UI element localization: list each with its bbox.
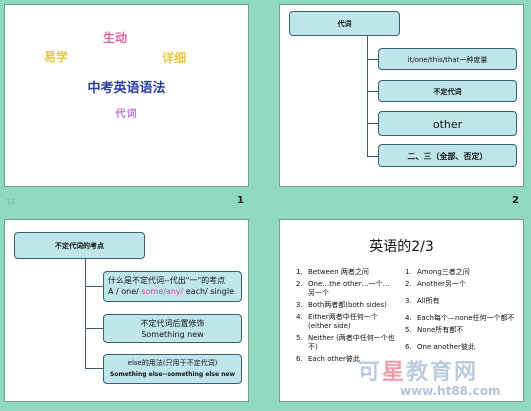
tree-branch (367, 156, 378, 157)
slide3-item2-line1: 不定代词后置修饰 (140, 319, 205, 328)
list-item: 3.All所有 (405, 297, 440, 305)
tree-branch (367, 123, 378, 124)
list-item: 5.Neither (两者中任何一个也不) (296, 334, 395, 351)
slide3-item1-highlight: some/any/ (141, 287, 184, 296)
watermark-logo: 可星教育网 (358, 360, 479, 385)
slide3-item: 不定代词后置修饰 Something new (103, 314, 242, 343)
slide3-item1-post: each/ single (183, 287, 235, 296)
slide1-subtitle: 代词 (115, 109, 138, 120)
slide1-title: 中考英语语法 (87, 81, 166, 96)
slide-3-thumbnail[interactable]: 不定代词的考点 什么是不定代词--代出"一"的考点 A / one/ some/… (4, 219, 249, 402)
slide4-title: 英语的2/3 (369, 239, 434, 255)
slide-1-thumbnail[interactable]: 易学 生动 详细 中考英语语法 代词 (4, 4, 249, 187)
tree-branch (85, 368, 103, 369)
slide3-item1-pre: A / one/ (108, 287, 142, 296)
list-item: 4.Each每个—none任何一个都不 (405, 314, 515, 322)
slide3-item1-line2: A / one/ some/any/ each/ single (108, 286, 241, 297)
slide2-item: 二、三（全部、否定） (378, 144, 517, 167)
slide2-item: it/one/this/that一种度量 (378, 48, 517, 70)
list-item: 6.Each other彼此 (296, 355, 360, 363)
slide3-item1-line1: 什么是不定代词--代出"一"的考点 (108, 276, 226, 285)
slide-2-thumbnail[interactable]: 代词 it/one/this/that一种度量 不定代词 other 二、三（全… (279, 4, 524, 187)
slide-small-label: 33 (6, 198, 15, 206)
list-item: 1.Between 两者之间 (296, 268, 369, 276)
slide-4-thumbnail[interactable]: 英语的2/3 1.Between 两者之间 2.One…the other…一个… (279, 219, 524, 402)
list-item: 6.One another彼此 (405, 343, 475, 351)
slide-number-2: 2 (512, 195, 519, 206)
tree-connector (367, 36, 368, 157)
slide-number-1: 1 (237, 195, 244, 206)
slide4-left-list: 1.Between 两者之间 2.One…the other…一个…另一个 3.… (296, 268, 396, 367)
slide3-item3-line1: else的用法(只用于不定代词) (127, 359, 218, 367)
slide3-item: else的用法(只用于不定代词) Something else--somethi… (103, 354, 242, 384)
tree-branch (367, 91, 378, 92)
list-item: 4.Either两者中任何一个(either side) (296, 313, 378, 330)
slide2-item: other (378, 111, 517, 136)
tree-connector (85, 259, 86, 369)
slide2-top-box: 代词 (289, 11, 400, 36)
list-item: 5.None所有都不 (405, 326, 464, 334)
watermark-url: www.ht88.com (400, 384, 501, 398)
tree-branch (85, 328, 103, 329)
slide3-item3-line2: Something else--something else new (110, 371, 235, 378)
slide1-word-left: 易学 (44, 50, 69, 64)
slide3-item: 什么是不定代词--代出"一"的考点 A / one/ some/any/ eac… (103, 271, 242, 302)
slide3-top-box: 不定代词的考点 (14, 232, 145, 259)
slide1-word-mid: 生动 (103, 31, 128, 45)
slide2-item: 不定代词 (378, 80, 517, 102)
list-item: 2.Another另一个 (405, 280, 466, 288)
tree-branch (367, 59, 378, 60)
slide1-word-right: 详细 (162, 51, 187, 65)
list-item: 1.Among三者之间 (405, 268, 470, 276)
list-item: 2.One…the other…一个…另一个 (296, 280, 390, 297)
slide3-item2-line2: Something new (141, 330, 204, 339)
slide4-right-list: 1.Among三者之间 2.Another另一个 3.All所有 4.Each每… (405, 268, 517, 355)
list-item: 3.Both两者都(both sides) (296, 301, 387, 309)
tree-branch (85, 286, 103, 287)
